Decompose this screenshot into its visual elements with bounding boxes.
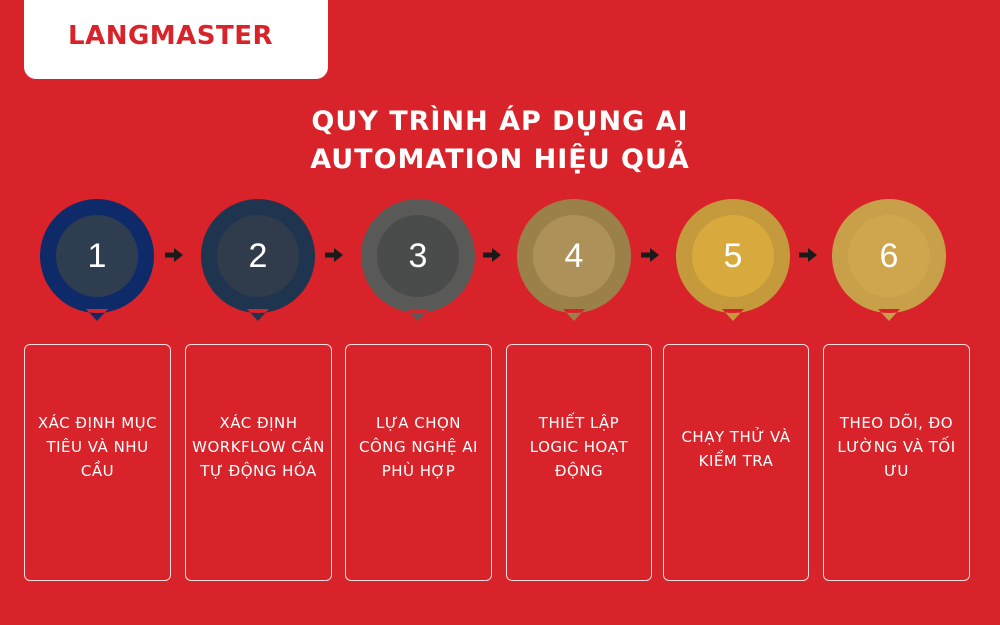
logo: LANGMASTER xyxy=(68,21,274,51)
title-line-1: QUY TRÌNH ÁP DỤNG AI xyxy=(311,106,689,137)
step-marker-2: 2 xyxy=(199,197,317,323)
step-marker-6: 6 xyxy=(830,197,948,323)
step-number: 5 xyxy=(723,236,743,275)
step-number: 6 xyxy=(879,236,899,275)
step-text: XÁC ĐỊNH MỤC TIÊU VÀ NHU CẦU xyxy=(37,414,158,480)
step-text: THIẾT LẬP LOGIC HOẠT ĐỘNG xyxy=(529,414,629,480)
step-box-5: CHẠY THỬ VÀ KIỂM TRA xyxy=(663,344,809,581)
map-pin-icon xyxy=(675,199,790,321)
step-number: 2 xyxy=(248,236,268,275)
step-marker-3: 3 xyxy=(359,197,477,323)
step-box-6: THEO DÕI, ĐO LƯỜNG VÀ TỐI ƯU xyxy=(823,344,970,581)
title-line-2: AUTOMATION HIỆU QUẢ xyxy=(310,144,690,175)
map-pin-icon xyxy=(831,199,946,321)
map-pin-icon xyxy=(39,199,154,321)
map-pin-icon xyxy=(360,199,475,321)
step-text: THEO DÕI, ĐO LƯỜNG VÀ TỐI ƯU xyxy=(837,414,956,480)
arrow-right-icon xyxy=(325,248,343,262)
page-title: QUY TRÌNH ÁP DỤNG AI AUTOMATION HIỆU QUẢ xyxy=(0,103,1000,179)
step-number: 1 xyxy=(87,236,107,275)
arrow-right-icon xyxy=(641,248,659,262)
arrow-right-icon xyxy=(165,248,183,262)
arrow-right-icon xyxy=(799,248,817,262)
map-pin-icon xyxy=(516,199,631,321)
arrow-right-icon xyxy=(483,248,501,262)
step-text: XÁC ĐỊNH WORKFLOW CẦN TỰ ĐỘNG HÓA xyxy=(192,414,325,480)
step-box-1: XÁC ĐỊNH MỤC TIÊU VÀ NHU CẦU xyxy=(24,344,171,581)
logo-card: LANGMASTER xyxy=(24,0,328,79)
step-box-3: LỰA CHỌN CÔNG NGHỆ AI PHÙ HỢP xyxy=(345,344,492,581)
step-number: 4 xyxy=(564,236,584,275)
step-marker-1: 1 xyxy=(38,197,156,323)
map-pin-icon xyxy=(200,199,315,321)
step-text: CHẠY THỬ VÀ KIỂM TRA xyxy=(681,428,791,470)
step-marker-4: 4 xyxy=(515,197,633,323)
step-text: LỰA CHỌN CÔNG NGHỆ AI PHÙ HỢP xyxy=(359,414,478,480)
step-marker-5: 5 xyxy=(674,197,792,323)
step-box-4: THIẾT LẬP LOGIC HOẠT ĐỘNG xyxy=(506,344,652,581)
step-number: 3 xyxy=(408,236,428,275)
step-box-2: XÁC ĐỊNH WORKFLOW CẦN TỰ ĐỘNG HÓA xyxy=(185,344,332,581)
